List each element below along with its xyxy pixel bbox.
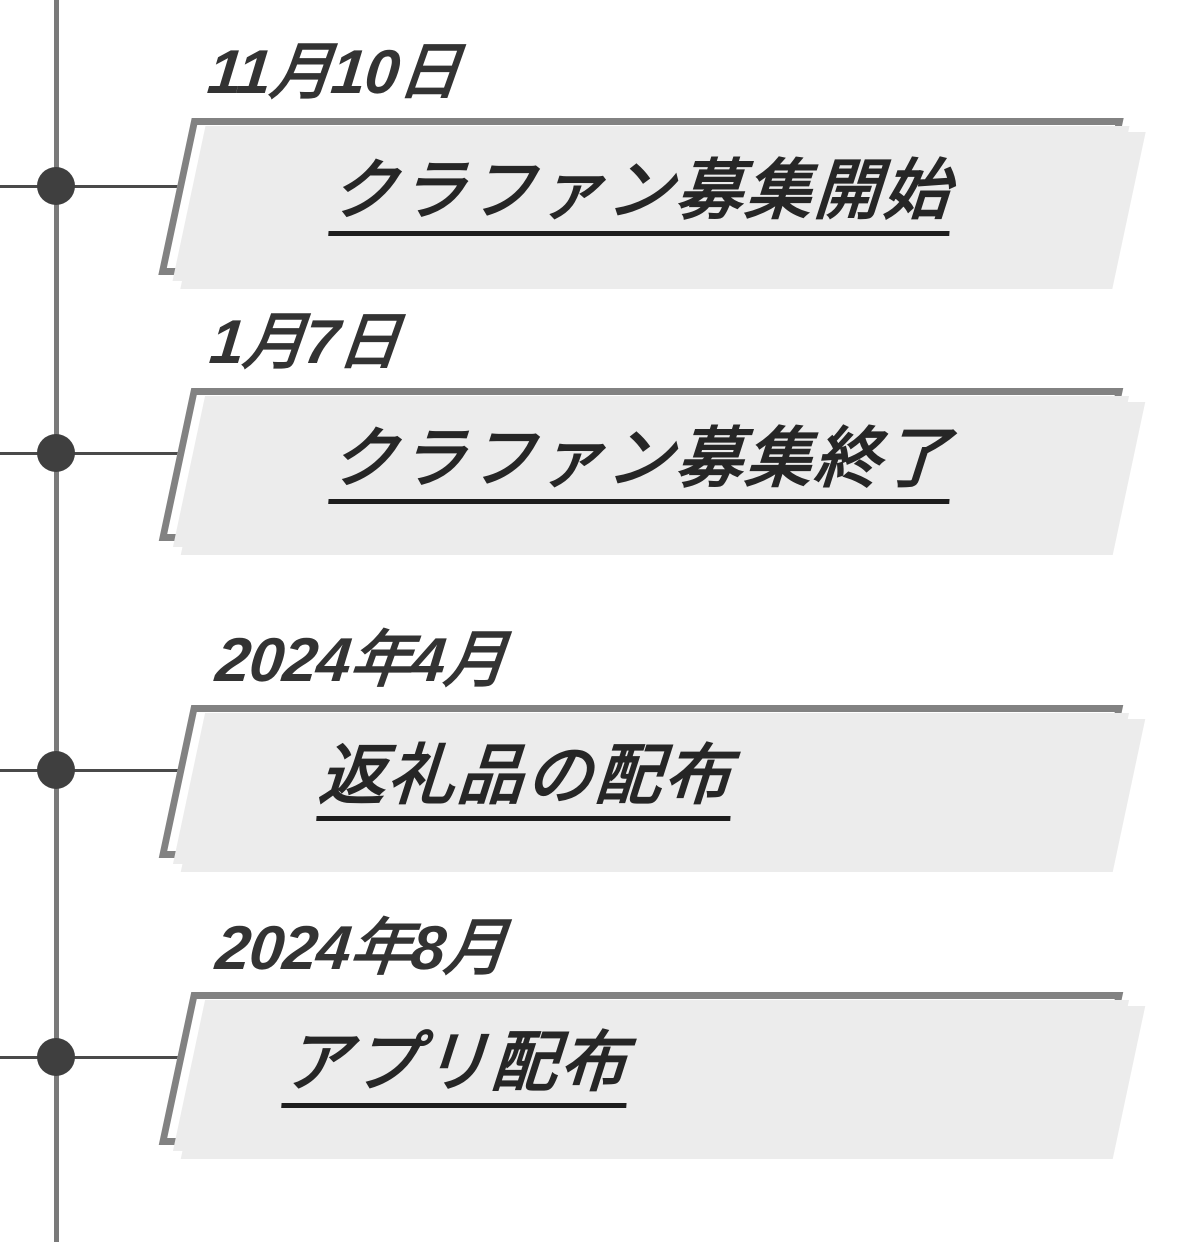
date-label-3: 2024年4月 bbox=[212, 626, 510, 695]
event-plaque-4[interactable]: アプリ配布 bbox=[158, 992, 1146, 1159]
connector-line-2 bbox=[0, 452, 196, 455]
date-label-2: 1月7日 bbox=[206, 308, 403, 377]
plaque-inner-fill-1 bbox=[172, 126, 1130, 281]
connector-line-4 bbox=[0, 1056, 188, 1059]
plaque-inner-fill-4 bbox=[172, 1000, 1130, 1151]
timeline-node-4[interactable] bbox=[37, 1038, 75, 1076]
date-label-4: 2024年8月 bbox=[212, 914, 510, 983]
connector-line-3 bbox=[0, 769, 192, 772]
plaque-inner-fill-3 bbox=[172, 713, 1130, 864]
event-plaque-1[interactable]: クラファン募集開始 bbox=[158, 118, 1146, 289]
plaque-inner-fill-2 bbox=[172, 396, 1130, 547]
connector-line-1 bbox=[0, 185, 200, 188]
timeline-node-1[interactable] bbox=[37, 167, 75, 205]
timeline-spine bbox=[54, 0, 59, 1242]
timeline-node-2[interactable] bbox=[37, 434, 75, 472]
event-plaque-3[interactable]: 返礼品の配布 bbox=[158, 705, 1146, 872]
timeline-node-3[interactable] bbox=[37, 751, 75, 789]
event-plaque-2[interactable]: クラファン募集終了 bbox=[158, 388, 1146, 555]
date-label-1: 11月10日 bbox=[204, 38, 464, 107]
